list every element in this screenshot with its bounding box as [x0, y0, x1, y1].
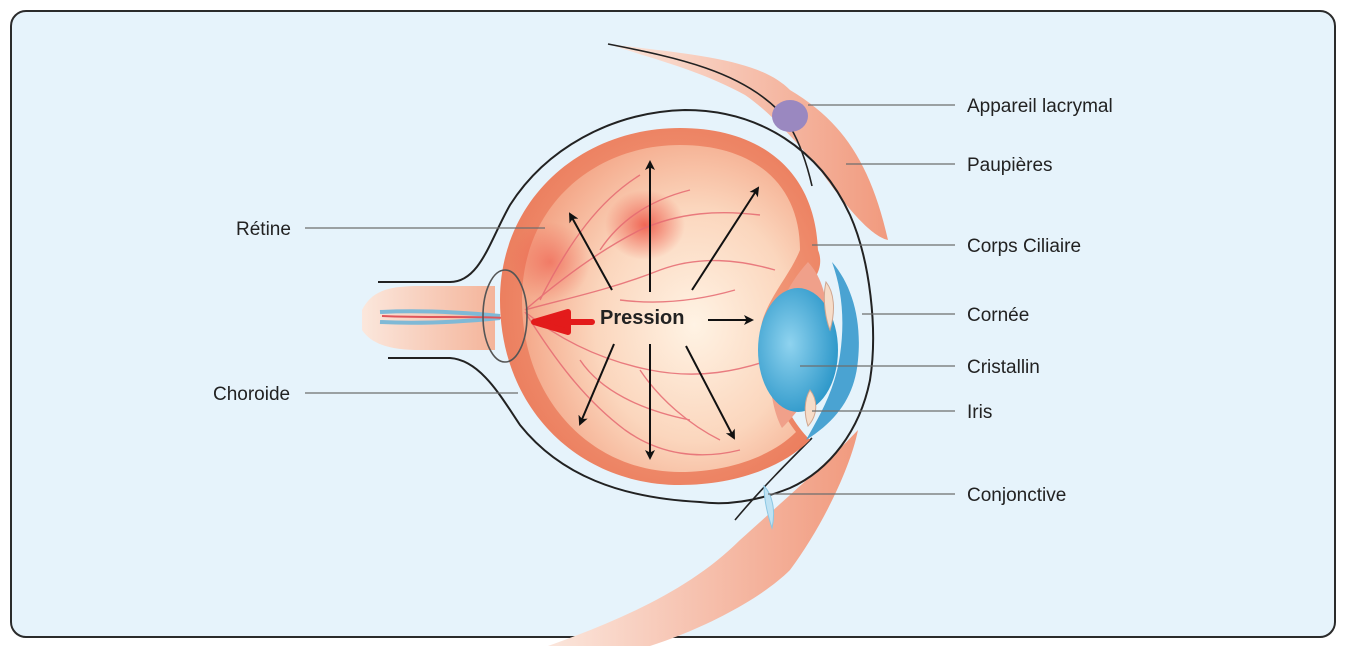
label-cristallin: Cristallin	[967, 357, 1040, 378]
label-choroide: Choroide	[213, 384, 290, 405]
label-corps-ciliaire: Corps Ciliaire	[967, 236, 1081, 257]
label-retine: Rétine	[236, 219, 291, 240]
label-paupieres: Paupières	[967, 155, 1053, 176]
macula-spot	[605, 190, 685, 260]
label-iris: Iris	[967, 402, 992, 423]
pressure-label: Pression	[600, 307, 684, 329]
lacrimal-gland	[772, 100, 808, 132]
label-conjonctive: Conjonctive	[967, 485, 1066, 506]
label-appareil-lacrymal: Appareil lacrymal	[967, 96, 1113, 117]
label-cornee: Cornée	[967, 305, 1029, 326]
